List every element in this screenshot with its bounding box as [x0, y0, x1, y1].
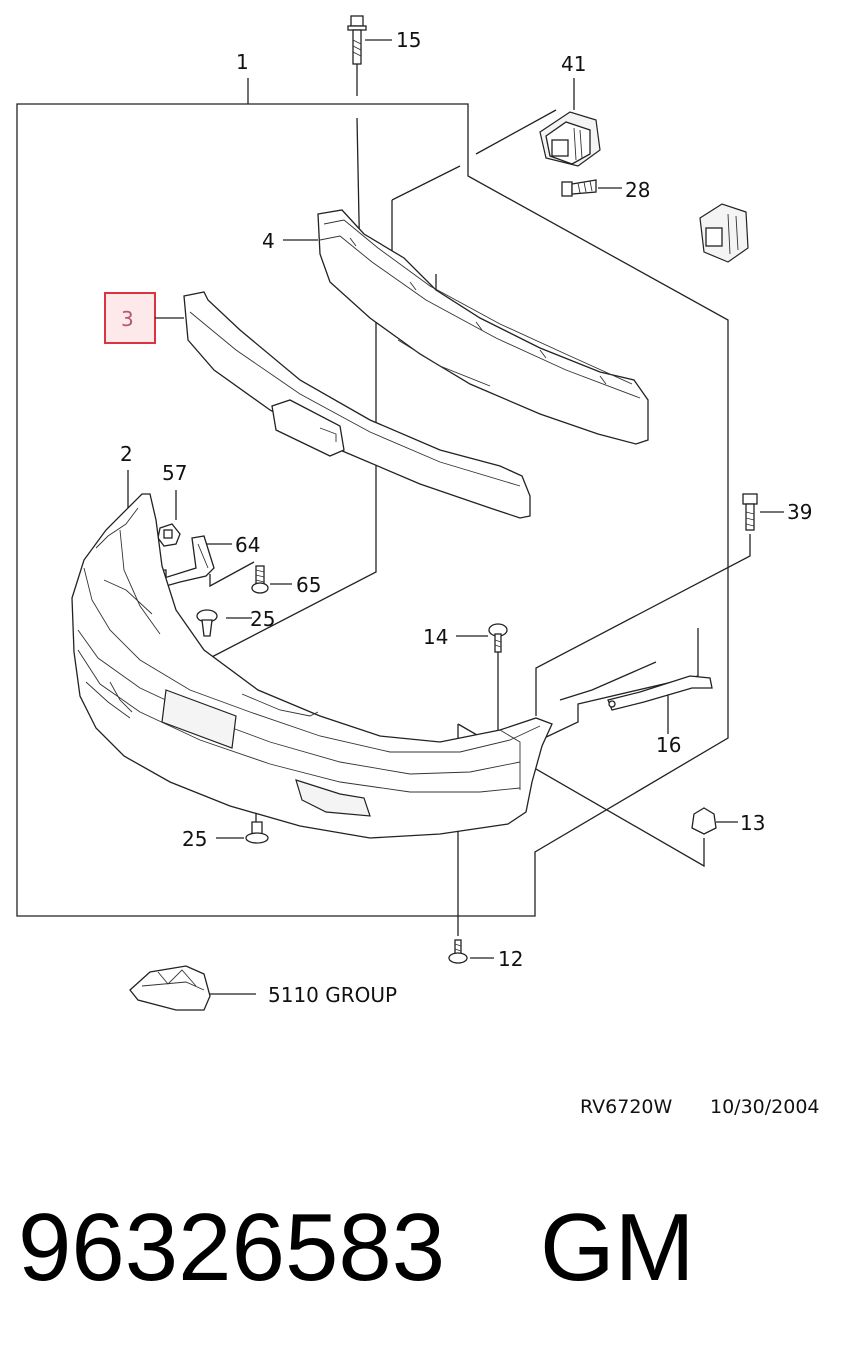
push-pin-25-upper-icon: [196, 609, 218, 637]
callout-1: 1: [236, 50, 249, 74]
callout-25-upper: 25: [250, 607, 275, 631]
bracket-64-icon: [163, 535, 215, 587]
callout-39: 39: [787, 500, 812, 524]
callout-12: 12: [498, 947, 523, 971]
callout-28: 28: [625, 178, 650, 202]
bracket-right-icon: [699, 203, 749, 263]
callout-13: 13: [740, 811, 765, 835]
screw-65-icon: [251, 565, 269, 594]
fog-lamp-5110-icon: [129, 965, 211, 1011]
screw-12-icon: [448, 939, 468, 964]
bolt-15-icon: [347, 15, 367, 65]
callout-3[interactable]: 3: [121, 307, 134, 331]
nut-13-icon: [691, 807, 717, 835]
callout-14: 14: [423, 625, 448, 649]
assembly-outline: [16, 78, 729, 917]
highlighted-callout-box: [104, 292, 156, 344]
callout-15: 15: [396, 28, 421, 52]
brand-label: GM: [540, 1194, 695, 1301]
group-reference-label: 5110 GROUP: [268, 983, 397, 1007]
bumper-cover-2: [71, 493, 553, 839]
drawing-code: RV6720W: [580, 1096, 673, 1118]
callout-57: 57: [162, 461, 187, 485]
bolt-39-icon: [742, 493, 758, 531]
part-number: 96326583: [18, 1194, 445, 1301]
callout-25-lower: 25: [182, 827, 207, 851]
clip-57-icon: [157, 523, 181, 547]
bracket-41-icon: [539, 111, 601, 167]
push-pin-25-lower-icon: [245, 821, 269, 844]
bracket-16-icon: [607, 675, 713, 711]
reinforcement-beam-4: [317, 209, 649, 445]
energy-absorber-3: [183, 291, 531, 519]
bolt-28-icon: [561, 179, 597, 197]
callout-64: 64: [235, 533, 260, 557]
drawing-date: 10/30/2004: [710, 1096, 820, 1118]
callout-2: 2: [120, 442, 133, 466]
callout-16: 16: [656, 733, 681, 757]
callout-65: 65: [296, 573, 321, 597]
callout-41: 41: [561, 52, 586, 76]
screw-14-icon: [488, 623, 508, 653]
callout-4: 4: [262, 229, 275, 253]
